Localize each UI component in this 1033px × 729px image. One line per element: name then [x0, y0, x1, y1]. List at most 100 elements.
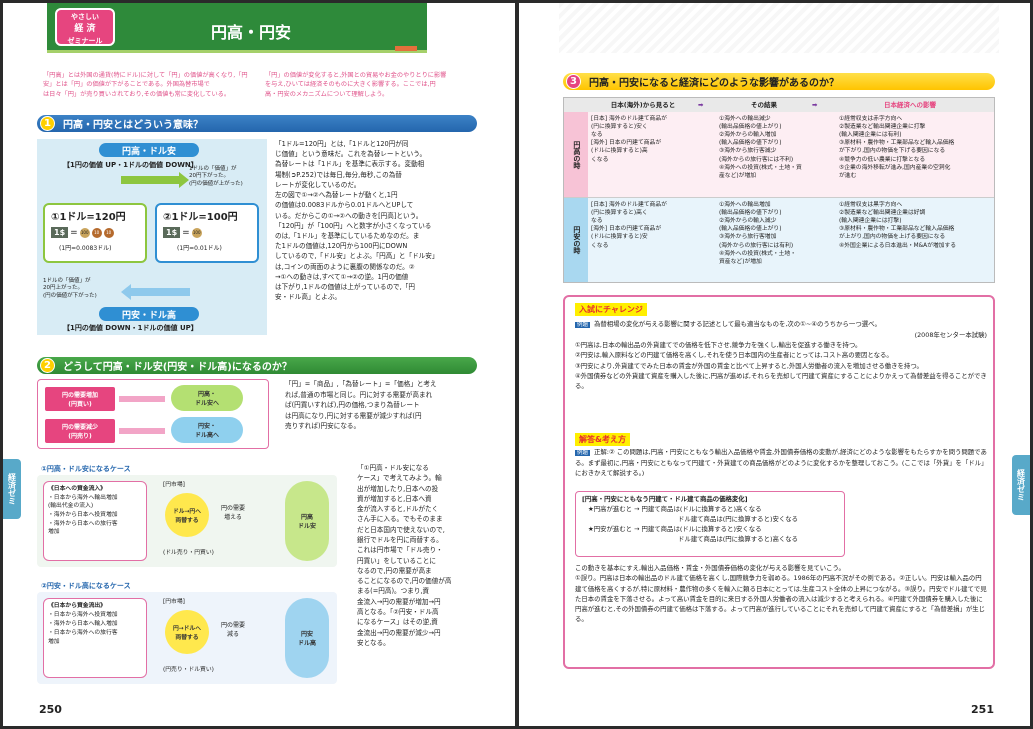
intro-line: を与え,ひいては経済そのものに大きく影響する。ここでは,円 [265, 81, 436, 89]
to-yen-low: 円安・ ドル高へ [171, 417, 243, 443]
cell-line: ③海外から旅行客増加 [719, 234, 777, 241]
body-line: のは,「1ドル」を基準にしているためなのだ。ま [275, 231, 420, 240]
section-number: 2 [40, 358, 55, 373]
body-line: は円高になり,円に対する需要が減少すれば(円 [285, 411, 422, 420]
note-line: (円の価値が下がった) [43, 292, 97, 299]
section-3-heading: 3 円高・円安になると経済にどのような影響があるのか？ [563, 73, 995, 90]
row-header: 円安の時 [564, 198, 588, 282]
dollar-bill-icon: 1$ [51, 227, 69, 238]
right-page: 3 円高・円安になると経済にどのような影響があるのか？ 日本(海外)から見ると … [519, 3, 1030, 726]
box-line: ドル建て商品は(円に換算すると)安くなる [678, 514, 799, 523]
note-line: 20円上がった。 [43, 285, 83, 292]
arrow-right-icon: ➡ [698, 101, 704, 109]
yen-low-pill: 円安・ドル高 [99, 307, 199, 321]
case-2-result: 円安 ドル高 [285, 598, 329, 678]
case-1-result-label: 円高 ドル安 [297, 514, 316, 530]
body-line: これは円市場で「ドル売り・ [357, 546, 443, 555]
cell-line: (円に換算すると)高く [591, 210, 648, 217]
cell-line: ②海外からの輸入増加 [719, 132, 777, 139]
effects-table: 日本(海外)から見ると ➡ その結果 ➡ 日本経済への影響 円高の時 [日本] … [563, 97, 995, 283]
body-line: 金流入→円の需要が増加→円 [357, 597, 441, 606]
rate-box-1: ①1ドル=120円 1$ = 100 10 10 (1円=0.0083ドル) [43, 203, 147, 263]
intro-line: 高・円安のメカニズムについて理解しよう。 [265, 90, 389, 98]
body-line: なるので,円の需要が高ま [357, 566, 432, 575]
intro-right: 「円」の価値が変化すると,外国との貿易やお金のやりとりに影響 を与え,ひいては経… [265, 71, 475, 99]
case-1-demand: 円の需要 増える [221, 505, 246, 521]
cell-line: 資産など)が増加 [719, 258, 762, 265]
case-item: ・海外から日本へ投資増加 [48, 512, 118, 519]
section-2-heading: 2 どうして円高・ドル安(円安・ドル高)になるのか？ [37, 357, 477, 374]
arrow-left-icon [130, 288, 190, 296]
header-badge: やさしい 経 済 ゼミナール [55, 8, 115, 46]
yen-high-sub: 【1円の価値 UP・1ドルの価値 DOWN】 [63, 161, 198, 169]
cell-line: [日本] 海外のドル建て商品が [591, 116, 667, 122]
arrow-right-icon [121, 176, 181, 184]
case-item: ・海外から日本へ輸入増加 [48, 620, 118, 627]
cell-line: [海外] 日本の円建て商品が [591, 140, 662, 147]
option-4: ④外国債券などの外貨建て資産を購入した後に,円高が進めば,それらを売却して円建て… [575, 371, 987, 391]
body-line: →①への動きは,すべて①→②の逆。1円の価値 [275, 272, 409, 281]
yen-high-pill: 円高・ドル安 [99, 143, 199, 157]
section-1-heading: 1 円高・円安とはどういう意味？ [37, 115, 477, 132]
case-2-causes: 《日本から資金流出》 ・日本から海外へ投資増加 ・海外から日本へ輸入増加 ・日本… [43, 598, 147, 678]
cell-line: なる [591, 132, 603, 139]
case-2-title: ②円安・ドル高になるケース [41, 582, 131, 590]
coin-icon: 100 [191, 227, 202, 238]
body-line: れば,普通の市場と同じ。円に対する需要が高まれ [285, 390, 433, 399]
body-line: いる。だからこの①→②への動きを[円高]という。 [275, 211, 423, 220]
case-1-causes: 《日本への資金流入》 ・日本から海外へ輸出増加 (輸出代金の流入) ・海外から日… [43, 481, 147, 561]
badge-line-3: ゼミナール [67, 37, 103, 45]
cell-line: ②製造業など輸出関連企業に打撃 [839, 124, 926, 131]
body-line: 「120円」が「100円」へと数字が小さくなっている [275, 221, 432, 230]
cell-line: ④競争力の低い農業に打撃となる [839, 156, 926, 163]
body-line: だと日本国内で使えないので, [357, 525, 445, 534]
row-cell: ①海外への輸出減少 (輸出品価格の値上がり) ②海外からの輸入増加 (輸入品価格… [716, 112, 836, 197]
cell-line: (輸出品価格の値下がり) [719, 210, 782, 217]
chalk-icon [395, 46, 417, 51]
body-line: ば(円買いすれば),円の価格,つまり為替レート [285, 401, 420, 410]
example-tag: 例題 [575, 322, 591, 328]
box-line: ★円高が進むと → 円建て商品は(ドルに換算すると)高くなる [588, 504, 762, 513]
note-line: 1ドルの「価値」が [189, 166, 237, 172]
header-spacer [564, 98, 588, 112]
table-row-yen-high: 円高の時 [日本] 海外のドル建て商品が (円に換算すると)安く なる [海外]… [564, 112, 994, 198]
body-line: になるケース」はその逆,資 [357, 618, 438, 627]
cell-line: ⑤企業の海外移転が進み,国内産業の空洞化 [839, 164, 951, 171]
cell-line: (海外からの旅行客には不利) [719, 156, 794, 163]
case-1-market: [円市場] [163, 482, 185, 488]
equals-sign: = [70, 227, 78, 238]
cell-line: (輸入品価格の値上がり) [719, 226, 782, 233]
exam-panel [563, 295, 995, 669]
note-2: 1ドルの「価値」が 20円上がった。 (円の価値が下がった) [43, 278, 97, 300]
question-text: 為替相場の変化が与える影響に関する記述として最も適当なものを,次の①~④のうちか… [594, 320, 881, 328]
body-line: まる(=円高)。つまり,資 [357, 587, 430, 596]
box-title: [円高・円安にともなう円建て・ドル建て商品の価格変化] [582, 495, 748, 503]
intro-left: 「円高」とは外国の通貨(特にドル)に対して「円」の価値が高くなり,「円安」とは「… [43, 71, 253, 99]
cell-line: 産など)が増加 [719, 172, 757, 179]
cell-line: くなる [591, 242, 609, 249]
coin-icon: 100 [79, 227, 90, 238]
body-line: の価値は0.0083ドルから0.01ドルへとUPして [275, 201, 414, 210]
answer-lead: 例題正解:② この問題は,円高・円安にともなう輸出入品価格や賃金,外国債券価格の… [575, 447, 987, 478]
side-tab-left: 経済ゼミ [3, 459, 21, 519]
cell-line: (ドルに換算すると)安 [591, 234, 648, 241]
rate-label-1: ①1ドル=120円 [51, 212, 126, 223]
equals-sign: = [182, 227, 190, 238]
case-item: ・日本から海外へ投資増加 [48, 611, 118, 618]
cell-line: ④外国企業による日本進出・M&Aが増加する [839, 242, 957, 249]
intro-line: 「円」の価値が変化すると,外国との貿易やお金のやりとりに影響 [265, 72, 447, 79]
price-change-box: [円高・円安にともなう円建て・ドル建て商品の価格変化] ★円高が進むと → 円建… [575, 491, 845, 557]
cell-line: が上がり,国内の物価を上げる要因になる [839, 234, 946, 241]
cell-line: ④海外への投資(株式・土地・資 [719, 164, 802, 171]
option-3: ③円安により,外貨建てでみた日本の賃金が外国の賃金と比べて上昇すると,外国人労働… [575, 361, 923, 370]
body-line: 円買い」をしていることに [357, 556, 436, 565]
rate-result-1: (1円=0.0083ドル) [59, 245, 112, 252]
top-stripe [559, 3, 999, 53]
cell-line: ③海外から旅行客減少 [719, 148, 777, 155]
page-number-right: 251 [971, 703, 994, 716]
row-header: 円高の時 [564, 112, 588, 197]
body-line: しているので,「ドル安」とよぶ。「円高」と「ドル安」 [275, 252, 439, 261]
challenge-title: 入試にチャレンジ [575, 303, 647, 316]
coin-icon: 10 [103, 227, 114, 238]
arrow-right-icon: ➡ [812, 101, 818, 109]
